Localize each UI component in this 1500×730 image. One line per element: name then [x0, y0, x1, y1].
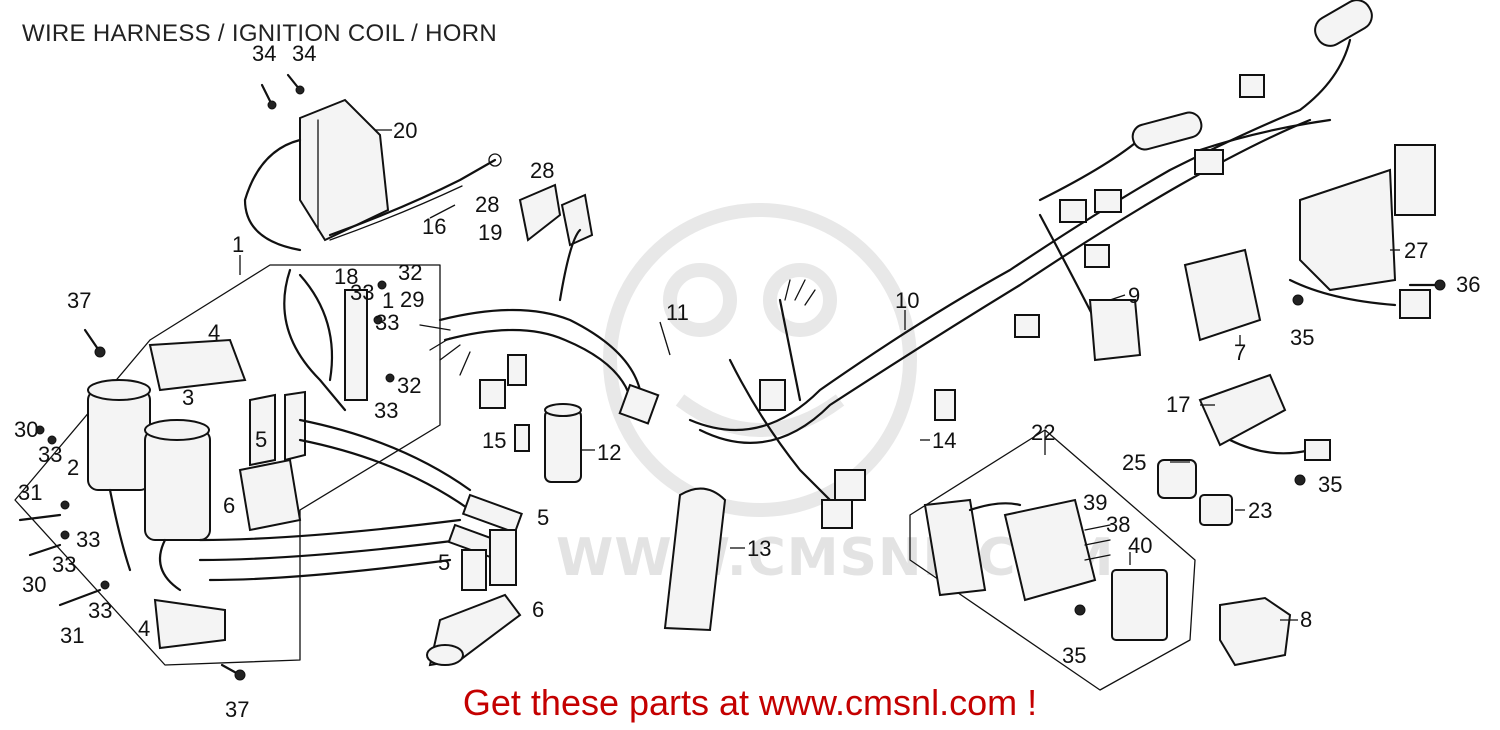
- callout-33-f: 33: [88, 598, 112, 623]
- bolts-and-screws: [18, 73, 1446, 681]
- callout-15: 15: [482, 428, 506, 453]
- callout-12: 12: [597, 440, 621, 465]
- part-25-cover: [1157, 459, 1197, 499]
- callout-33-a: 33: [375, 310, 399, 335]
- part-11-sub-harness: [419, 228, 660, 425]
- callout-labels: 1 2 3 4 4 5 5 5 6 6 7 8 9 10 11 12 13 14…: [14, 41, 1480, 722]
- part-19-bracket: [518, 183, 594, 247]
- callout-27: 27: [1404, 238, 1428, 263]
- part-5-high-tension-leads: [198, 418, 523, 591]
- callout-1: 1: [232, 232, 244, 257]
- leader-lines: [239, 129, 1400, 621]
- callout-33-e: 33: [52, 552, 76, 577]
- callout-13: 13: [747, 536, 771, 561]
- part-7-rectifier: [1183, 248, 1262, 342]
- callout-18: 18: [334, 264, 358, 289]
- callout-39: 39: [1083, 490, 1107, 515]
- part-6-plug-cap-assembly: [238, 390, 306, 532]
- callout-31-bottom: 31: [60, 623, 84, 648]
- callout-33-d: 33: [76, 527, 100, 552]
- callout-38: 38: [1106, 512, 1130, 537]
- callout-28-top: 28: [530, 158, 554, 183]
- part-4-bracket-top: [148, 338, 247, 392]
- part-9-relay: [1088, 299, 1142, 362]
- callout-36: 36: [1456, 272, 1480, 297]
- callout-2: 2: [67, 455, 79, 480]
- callout-37-top: 37: [67, 288, 91, 313]
- callout-10: 10: [895, 288, 919, 313]
- callout-11: 11: [666, 300, 689, 325]
- callout-8: 8: [1300, 607, 1312, 632]
- part-10-main-harness: [688, 0, 1373, 529]
- part-17-fuse-box: [1198, 373, 1331, 461]
- callout-4-bottom: 4: [138, 616, 150, 641]
- callout-14: 14: [932, 428, 956, 453]
- part-22-fuse-block: [923, 498, 1168, 641]
- part-3-ignition-coil: [144, 419, 211, 592]
- callout-30-bottom: 30: [22, 572, 46, 597]
- callout-30-top: 30: [14, 417, 38, 442]
- callout-33-c: 33: [38, 442, 62, 467]
- part-15-terminal: [514, 424, 530, 452]
- callout-19: 19: [478, 220, 502, 245]
- callout-4-top: 4: [208, 320, 220, 345]
- callout-3: 3: [182, 385, 194, 410]
- callout-6-right: 6: [532, 597, 544, 622]
- callout-17: 17: [1166, 392, 1190, 417]
- part-8-horn-relay: [1219, 596, 1292, 667]
- callout-20: 20: [393, 118, 417, 143]
- part-6-plug-cap: [426, 593, 522, 667]
- callout-29: 29: [400, 287, 424, 312]
- callout-22: 22: [1031, 420, 1055, 445]
- callout-5-right: 5: [537, 505, 549, 530]
- callout-32-top: 32: [398, 260, 422, 285]
- callout-31-top: 31: [18, 480, 42, 505]
- callout-25: 25: [1122, 450, 1146, 475]
- callout-16: 16: [422, 214, 446, 239]
- callout-9: 9: [1128, 283, 1140, 308]
- callout-5-lower: 5: [438, 550, 450, 575]
- callout-28-left: 28: [475, 192, 499, 217]
- part-23-relay: [1199, 494, 1233, 526]
- part-12-rubber-sleeve: [544, 403, 582, 483]
- callout-34-left: 34: [252, 41, 276, 66]
- part-2-ignition-coil: [87, 379, 151, 572]
- callout-35-top: 35: [1290, 325, 1314, 350]
- part-13-protector-sleeve: [663, 487, 727, 632]
- callout-35-bottom: 35: [1062, 643, 1086, 668]
- promo-footer: Get these parts at www.cmsnl.com !: [462, 682, 1038, 723]
- callout-5-upper: 5: [255, 427, 267, 452]
- ignition-group-outline: [14, 264, 441, 666]
- callout-33-b: 33: [374, 398, 398, 423]
- callout-35-mid: 35: [1318, 472, 1342, 497]
- callout-40: 40: [1128, 533, 1152, 558]
- part-20-cover: [243, 98, 390, 252]
- callout-23: 23: [1248, 498, 1272, 523]
- callout-33-g: 33: [350, 280, 374, 305]
- callout-7: 7: [1234, 340, 1246, 365]
- part-27-regulator: [1288, 144, 1436, 319]
- part-16-wire: [328, 153, 502, 241]
- callout-32-bottom: 32: [397, 373, 421, 398]
- callout-34-right: 34: [292, 41, 316, 66]
- part-18-bracket: [283, 268, 395, 412]
- callout-6-left: 6: [223, 493, 235, 518]
- callout-1-small: 1: [382, 288, 394, 313]
- page-title: WIRE HARNESS / IGNITION COIL / HORN: [22, 20, 497, 47]
- part-4-bracket-bottom: [153, 598, 226, 650]
- callout-37-bottom: 37: [225, 697, 249, 722]
